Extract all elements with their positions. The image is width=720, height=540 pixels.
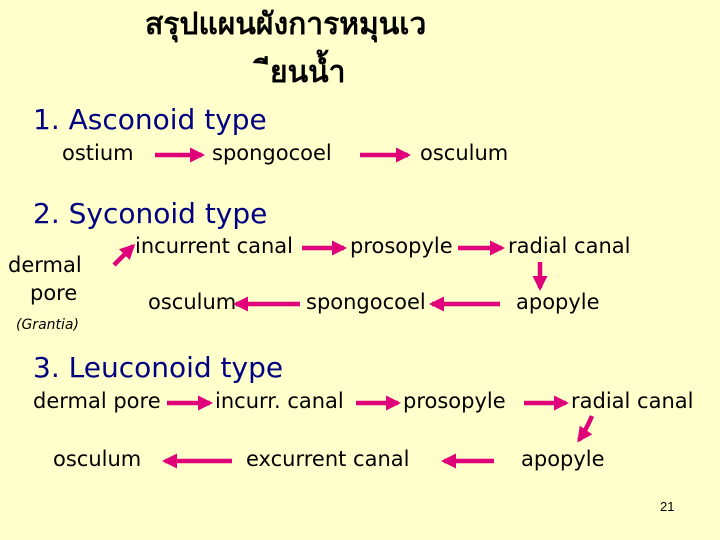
syconoid-incurrent-canal: incurrent canal xyxy=(135,234,294,258)
asconoid-term-spongocoel: spongocoel xyxy=(212,141,332,165)
syconoid-spongocoel: spongocoel xyxy=(306,290,426,314)
leuconoid-incurr-canal: incurr. canal xyxy=(215,389,344,413)
page-number: 21 xyxy=(660,499,675,514)
leuconoid-heading: 3. Leuconoid type xyxy=(33,351,284,384)
syconoid-start-pore: pore xyxy=(30,281,78,305)
leuconoid-apopyle: apopyle xyxy=(521,447,605,471)
syconoid-apopyle: apopyle xyxy=(516,290,600,314)
arrow-dermal-pore-to-incurrent xyxy=(112,243,136,267)
syconoid-prosopyle: prosopyle xyxy=(350,234,453,258)
asconoid-term-ostium: ostium xyxy=(62,141,134,165)
title-line-1: สรุปแผนผังการหมุนเว xyxy=(145,7,427,42)
syconoid-heading: 2. Syconoid type xyxy=(33,197,268,230)
syconoid-example: (Grantia) xyxy=(16,317,79,333)
leuconoid-radial-canal: radial canal xyxy=(571,389,694,413)
asconoid-heading: 1. Asconoid type xyxy=(33,103,267,136)
syconoid-start-dermal: dermal xyxy=(8,253,82,277)
leuconoid-osculum: osculum xyxy=(53,447,142,471)
leuconoid-excurrent-canal: excurrent canal xyxy=(246,447,410,471)
syconoid-radial-canal: radial canal xyxy=(508,234,631,258)
arrow-radial-to-apopyle-2 xyxy=(577,415,595,443)
leuconoid-prosopyle: prosopyle xyxy=(403,389,506,413)
leuconoid-dermal-pore: dermal pore xyxy=(33,389,161,413)
title-line-2: ียนน้ำ xyxy=(270,55,346,90)
asconoid-term-osculum: osculum xyxy=(420,141,509,165)
syconoid-osculum: osculum xyxy=(148,290,237,314)
